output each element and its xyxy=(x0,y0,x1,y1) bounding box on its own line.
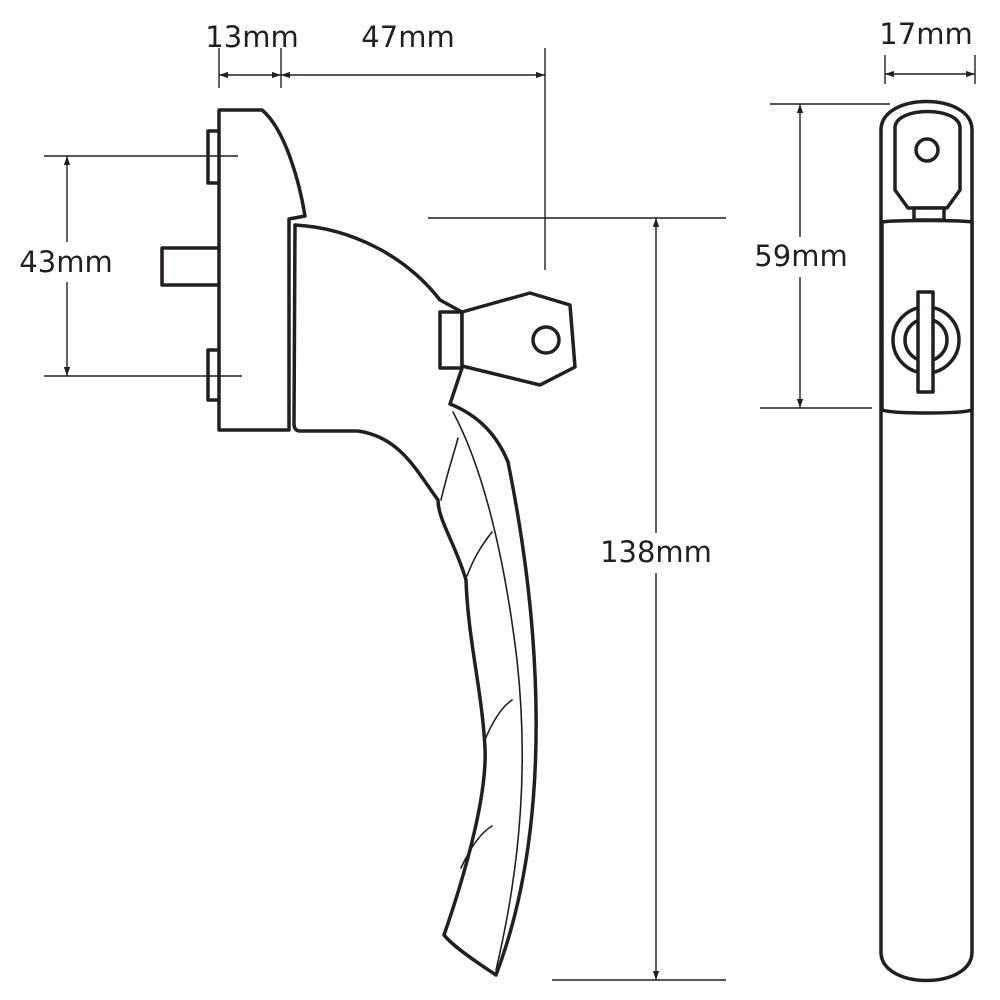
front-view xyxy=(879,99,974,983)
grip-groove xyxy=(460,825,493,869)
dimension-label-138mm: 138mm xyxy=(600,535,712,569)
dimension-13mm: 13mm xyxy=(205,20,299,88)
key-blade xyxy=(916,290,935,394)
key-shank xyxy=(912,206,946,222)
dimension-47mm: 47mm xyxy=(281,20,546,270)
dimension-label-47mm: 47mm xyxy=(361,20,454,54)
key xyxy=(460,291,577,387)
key-head-hole xyxy=(914,137,940,163)
grip-groove xyxy=(440,437,459,501)
dimension-label-43mm: 43mm xyxy=(19,245,112,279)
key-hole xyxy=(531,325,561,355)
grip-groove xyxy=(466,531,493,577)
side-view xyxy=(160,108,577,977)
dimension-59mm: 59mm xyxy=(752,103,890,409)
lock-barrel xyxy=(438,310,464,370)
handle-body xyxy=(292,223,538,977)
dimension-label-59mm: 59mm xyxy=(754,239,847,273)
spindle xyxy=(160,246,222,287)
dimension-17mm: 17mm xyxy=(879,17,976,84)
dimension-43mm: 43mm xyxy=(14,155,242,377)
grip-ridge xyxy=(452,411,524,971)
dimension-label-13mm: 13mm xyxy=(205,20,298,54)
dimension-138mm: 138mm xyxy=(428,217,726,981)
base-plate xyxy=(217,108,307,432)
grip-groove xyxy=(483,699,513,743)
dimension-label-17mm: 17mm xyxy=(879,17,972,51)
